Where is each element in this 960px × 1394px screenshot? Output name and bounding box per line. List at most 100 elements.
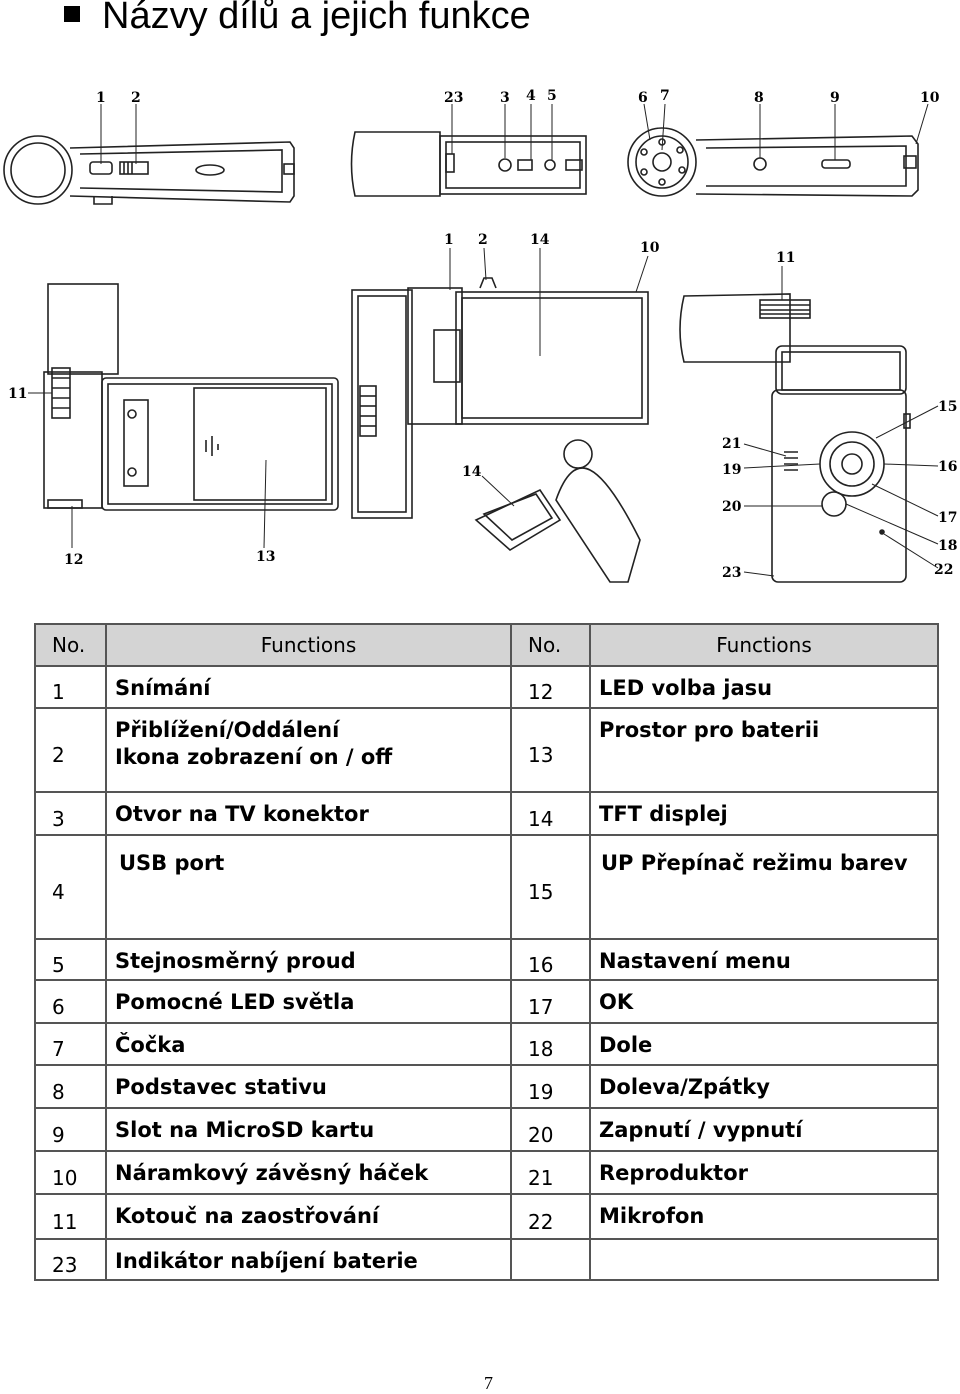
- table-row: 9 Slot na MicroSD kartu 20 Zapnutí / vyp…: [34, 1107, 939, 1152]
- part-number: 4: [34, 834, 107, 940]
- table-row: 6 Pomocné LED světla 17 OK: [34, 979, 939, 1024]
- part-number: 3: [34, 791, 107, 836]
- part-number: 22: [510, 1193, 591, 1240]
- part-function-line: Přiblížení/Oddálení: [115, 718, 340, 742]
- part-function: Otvor na TV konektor: [105, 791, 512, 836]
- part-function: LED volba jasu: [589, 665, 939, 709]
- part-number: 17: [510, 979, 591, 1024]
- table-row: 3 Otvor na TV konektor 14 TFT displej: [34, 791, 939, 836]
- callout-label: 5: [547, 88, 557, 104]
- page-number: 7: [484, 1373, 493, 1393]
- callout-label: 20: [722, 499, 742, 515]
- table-header-row: No. Functions No. Functions: [34, 623, 939, 667]
- part-function: UP Přepínač režimu barev: [589, 834, 939, 940]
- callout-label: 4: [526, 88, 536, 104]
- callout-label: 14: [530, 232, 550, 248]
- device-side-view-strap: [3, 135, 295, 205]
- callout-label: 1: [444, 232, 454, 248]
- callout-leader-lines: [28, 103, 939, 577]
- part-number: 6: [34, 979, 107, 1024]
- part-function: Reproduktor: [589, 1150, 939, 1195]
- part-function: Pomocné LED světla: [105, 979, 512, 1024]
- device-open-screen-view: [351, 277, 649, 583]
- part-number: 9: [34, 1107, 107, 1152]
- table-row: 4 USB port 15 UP Přepínač režimu barev: [34, 834, 939, 940]
- part-function: USB port: [105, 834, 512, 940]
- table-row: 23 Indikátor nabíjení baterie: [34, 1238, 939, 1281]
- part-number: 23: [34, 1238, 107, 1281]
- part-number: 16: [510, 938, 591, 981]
- part-number: 19: [510, 1064, 591, 1109]
- part-number: 21: [510, 1150, 591, 1195]
- part-number: 12: [510, 665, 591, 709]
- callout-label: 16: [938, 459, 957, 475]
- table-row: 8 Podstavec stativu 19 Doleva/Zpátky: [34, 1064, 939, 1109]
- part-number: 10: [34, 1150, 107, 1195]
- callout-label: 23: [722, 565, 741, 581]
- callout-label: 22: [934, 562, 953, 578]
- page-title: Názvy dílů a jejich funkce: [64, 0, 531, 38]
- callout-label: 8: [754, 90, 764, 106]
- part-function: Zapnutí / vypnutí: [589, 1107, 939, 1152]
- table-row: 10 Náramkový závěsný háček 21 Reprodukto…: [34, 1150, 939, 1195]
- part-function: Náramkový závěsný háček: [105, 1150, 512, 1195]
- part-function: TFT displej: [589, 791, 939, 836]
- part-number: [510, 1238, 591, 1281]
- callout-labels: 1 2 23 3 4 5 6 7 8 9 10 1 2 14 10 11 11 …: [8, 88, 957, 581]
- device-lens-view: [627, 127, 919, 197]
- part-function: [589, 1238, 939, 1281]
- part-number: 13: [510, 707, 591, 793]
- callout-label: 6: [638, 90, 648, 106]
- callout-label: 12: [64, 552, 83, 568]
- part-function: Slot na MicroSD kartu: [105, 1107, 512, 1152]
- part-function: Doleva/Zpátky: [589, 1064, 939, 1109]
- part-number: 2: [34, 707, 107, 793]
- square-bullet-icon: [64, 6, 80, 22]
- callout-label: 23: [444, 90, 463, 106]
- part-function: Stejnosměrný proud: [105, 938, 512, 981]
- part-function: Čočka: [105, 1022, 512, 1066]
- part-number: 15: [510, 834, 591, 940]
- column-header-functions: Functions: [105, 623, 512, 667]
- part-function: Dole: [589, 1022, 939, 1066]
- callout-label: 2: [131, 90, 141, 106]
- callout-label: 18: [938, 538, 957, 554]
- table-row: 7 Čočka 18 Dole: [34, 1022, 939, 1066]
- part-function: Podstavec stativu: [105, 1064, 512, 1109]
- part-function: Snímání: [105, 665, 512, 709]
- callout-label: 11: [8, 386, 27, 402]
- callout-label: 17: [938, 510, 957, 526]
- part-number: 20: [510, 1107, 591, 1152]
- column-header-no: No.: [510, 623, 591, 667]
- part-function-line: Ikona zobrazení on / off: [115, 745, 393, 769]
- part-number: 14: [510, 791, 591, 836]
- column-header-no: No.: [34, 623, 107, 667]
- page-title-text: Názvy dílů a jejich funkce: [102, 0, 531, 37]
- table-row: 11 Kotouč na zaostřování 22 Mikrofon: [34, 1193, 939, 1240]
- callout-label: 3: [500, 90, 510, 106]
- device-back-view: [43, 283, 339, 511]
- device-parts-diagram: 1 2 23 3 4 5 6 7 8 9 10 1 2 14 10 11 11 …: [3, 88, 957, 583]
- callout-label: 1: [96, 90, 106, 106]
- callout-label: 13: [256, 549, 275, 565]
- parts-function-table: No. Functions No. Functions 1 Snímání 12…: [34, 623, 939, 1281]
- part-function: Nastavení menu: [589, 938, 939, 981]
- part-number: 11: [34, 1193, 107, 1240]
- part-number: 18: [510, 1022, 591, 1066]
- part-function: Prostor pro baterii: [589, 707, 939, 793]
- callout-label: 9: [830, 90, 840, 106]
- part-number: 5: [34, 938, 107, 981]
- callout-label: 21: [722, 436, 741, 452]
- column-header-functions: Functions: [589, 623, 939, 667]
- part-function: Indikátor nabíjení baterie: [105, 1238, 512, 1281]
- table-row: 5 Stejnosměrný proud 16 Nastavení menu: [34, 938, 939, 981]
- part-function: Kotouč na zaostřování: [105, 1193, 512, 1240]
- callout-label: 14: [462, 464, 482, 480]
- device-top-view: [350, 131, 587, 197]
- callout-label: 2: [478, 232, 488, 248]
- callout-label: 10: [640, 240, 660, 256]
- callout-label: 7: [660, 88, 670, 104]
- part-number: 7: [34, 1022, 107, 1066]
- part-number: 8: [34, 1064, 107, 1109]
